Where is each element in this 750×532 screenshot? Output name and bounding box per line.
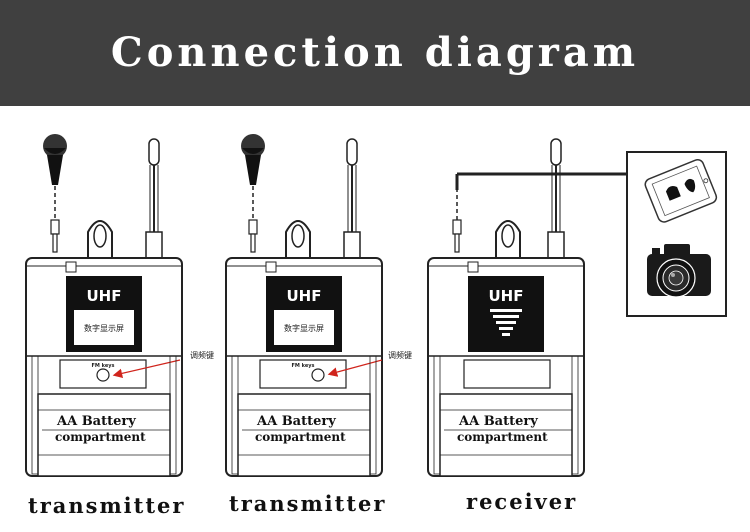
output-cable (452, 172, 627, 253)
screen-label: UHF (489, 287, 524, 305)
fm-keys-label: FM keys (92, 363, 115, 369)
connection-diagram: UHF 数字显示屏 FM keys 调频键 AA Battery compart… (25, 134, 727, 477)
microphone-icon (241, 134, 265, 253)
battery-label: AA Battery (56, 414, 136, 429)
header-bar: Connection diagram (0, 0, 750, 106)
microphone-icon (43, 134, 67, 253)
caption-transmitter-1: transmitter (28, 493, 186, 518)
screen-label: UHF (287, 287, 322, 305)
fm-callout: 调频键 (388, 350, 412, 360)
antenna (145, 138, 163, 259)
battery-compartment (237, 393, 371, 477)
antenna (343, 138, 361, 259)
battery-label: AA Battery (256, 414, 336, 429)
fm-callout: 调频键 (190, 350, 214, 360)
battery-label-2: compartment (255, 430, 346, 444)
signal-icon (490, 309, 522, 336)
transmitter-unit-1: UHF 数字显示屏 FM keys 调频键 AA Battery compart… (25, 134, 214, 477)
screen-sublabel: 数字显示屏 (84, 323, 124, 333)
panel (463, 359, 551, 389)
phone-icon (644, 158, 718, 223)
belt-clip (87, 220, 113, 258)
caption-receiver: receiver (466, 489, 578, 514)
antenna (547, 138, 565, 259)
screen-sublabel: 数字显示屏 (284, 323, 324, 333)
receiver-unit: UHF AA Battery compartment (427, 138, 627, 477)
battery-label-2: compartment (55, 430, 146, 444)
battery-compartment (439, 393, 573, 477)
transmitter-unit-2: UHF 数字显示屏 FM keys 调频键 AA Battery compart… (225, 134, 412, 477)
belt-clip (285, 220, 311, 258)
screen (468, 276, 544, 352)
page-title: Connection diagram (110, 29, 640, 76)
fm-key-button (96, 368, 110, 382)
battery-compartment (37, 393, 171, 477)
camera-icon (647, 244, 711, 298)
battery-label-2: compartment (457, 430, 548, 444)
belt-clip (495, 220, 521, 258)
caption-transmitter-2: transmitter (229, 491, 387, 516)
battery-label: AA Battery (458, 414, 538, 429)
fm-keys-label: FM keys (292, 363, 315, 369)
output-devices (626, 151, 727, 317)
fm-key-button (311, 368, 325, 382)
screen-label: UHF (87, 287, 122, 305)
